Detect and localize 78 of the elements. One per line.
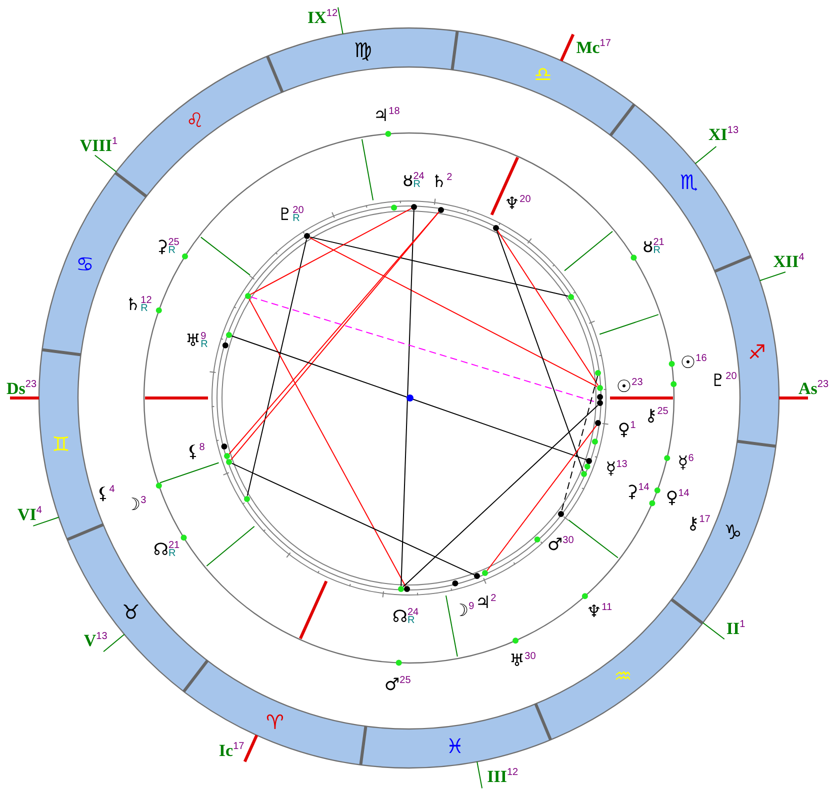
zodiac-sign-glyph: ♍ (354, 39, 372, 61)
position-dot-icon (244, 496, 250, 502)
planet-glyph: ⚸$^{4}$ (96, 483, 115, 503)
aspect-line (309, 237, 598, 388)
planet-glyph: ⚷$^{17}$ (686, 513, 710, 533)
position-dot-icon (438, 206, 444, 213)
aspect-line (250, 208, 412, 296)
zodiac-sign-glyph: ♉ (122, 601, 140, 623)
position-dot-icon (492, 224, 499, 231)
aspect-line (496, 230, 599, 386)
planet-glyph: ♃$^{2}$ (475, 592, 496, 612)
planet-glyph: ⚳$^{14}$ (626, 481, 650, 501)
position-dot-icon (474, 573, 480, 580)
position-dot-icon (581, 471, 588, 478)
aspect-line (496, 230, 584, 472)
aspect-line (402, 404, 598, 588)
aspect-line (231, 335, 588, 460)
planet-glyph: ♂$^{30}$ (547, 534, 574, 554)
aspect-line (561, 375, 598, 512)
house-label: III$^{12}$ (487, 766, 518, 786)
planet-glyph: ⚷$^{25}$ (644, 405, 668, 425)
planet-glyph: ☽$^{9}$ (453, 600, 474, 620)
zodiac-sign-glyph: ♈ (266, 711, 284, 733)
aspect-line (231, 462, 476, 576)
zodiac-sign-glyph: ♏ (680, 171, 698, 193)
aspect-line (486, 424, 598, 572)
position-dot-icon (596, 385, 603, 391)
position-dot-icon (595, 370, 602, 376)
position-dot-icon (226, 332, 232, 338)
angle-label: Ds$^{23}$ (6, 378, 37, 398)
house-label: XII$^{4}$ (773, 251, 804, 271)
zodiac-sign-glyph: ♌ (186, 109, 204, 131)
planet-glyph: ☽$^{3}$ (125, 494, 146, 514)
position-dot-icon (586, 458, 592, 464)
planet-glyph: ♃$^{18}$ (373, 105, 400, 125)
angle-label: Ic$^{17}$ (218, 740, 244, 760)
house-label: V$^{13}$ (84, 630, 108, 650)
position-dot-icon (596, 400, 603, 406)
position-dot-icon (404, 586, 410, 592)
house-label: IX$^{12}$ (308, 7, 338, 27)
planet-glyph: ♄$^{2}$ (431, 171, 452, 191)
house-label: XI$^{13}$ (708, 124, 739, 144)
position-dot-icon (226, 459, 232, 466)
planet-glyph: ☉$^{16}$ (680, 352, 707, 372)
angle-label: Mc$^{17}$ (576, 37, 611, 57)
position-dot-icon (244, 292, 251, 299)
zodiac-sign-glyph: ♐ (748, 341, 766, 363)
zodiac-sign-glyph: ♓ (446, 735, 464, 757)
position-dot-icon (568, 294, 574, 300)
house-label: II$^{1}$ (726, 618, 746, 638)
position-dot-icon (482, 570, 488, 576)
planet-glyph: ☿$^{6}$ (678, 452, 694, 472)
zodiac-sign-glyph: ♎ (534, 63, 552, 85)
position-dot-icon (410, 204, 417, 210)
house-label: VIII$^{1}$ (80, 135, 118, 155)
planet-glyph: ♇$^{20}$ (710, 370, 737, 390)
zodiac-sign-glyph: ♒ (614, 665, 632, 687)
position-dot-icon (224, 453, 230, 460)
zodiac-sign-glyph: ♊ (52, 433, 70, 455)
planet-glyph: ☿$^{13}$ (606, 458, 628, 478)
position-dot-icon (398, 586, 404, 592)
planet-glyph: ♆$^{11}$ (586, 601, 612, 621)
position-dot-icon (595, 420, 602, 426)
zodiac-sign-glyph: ♑ (724, 521, 742, 543)
position-dot-icon (304, 233, 310, 240)
planet-glyph: ♂$^{25}$ (384, 674, 411, 694)
zodiac-sign-glyph: ♋ (76, 253, 94, 275)
planet-glyph: ♆$^{20}$ (504, 193, 531, 213)
house-label: VI$^{4}$ (18, 504, 42, 524)
angle-label: As$^{23}$ (798, 378, 829, 398)
aspect-line (248, 298, 406, 587)
aspect-line (400, 210, 414, 586)
planet-glyph: ♀$^{14}$ (666, 487, 690, 507)
planet-glyph: ♅$^{30}$ (509, 650, 536, 670)
position-dot-icon (558, 510, 564, 517)
planet-glyph: ☉$^{23}$ (616, 376, 643, 396)
planet-glyph: ⚸$^{8}$ (186, 441, 205, 461)
planet-glyph: ♀$^{1}$ (618, 419, 636, 439)
